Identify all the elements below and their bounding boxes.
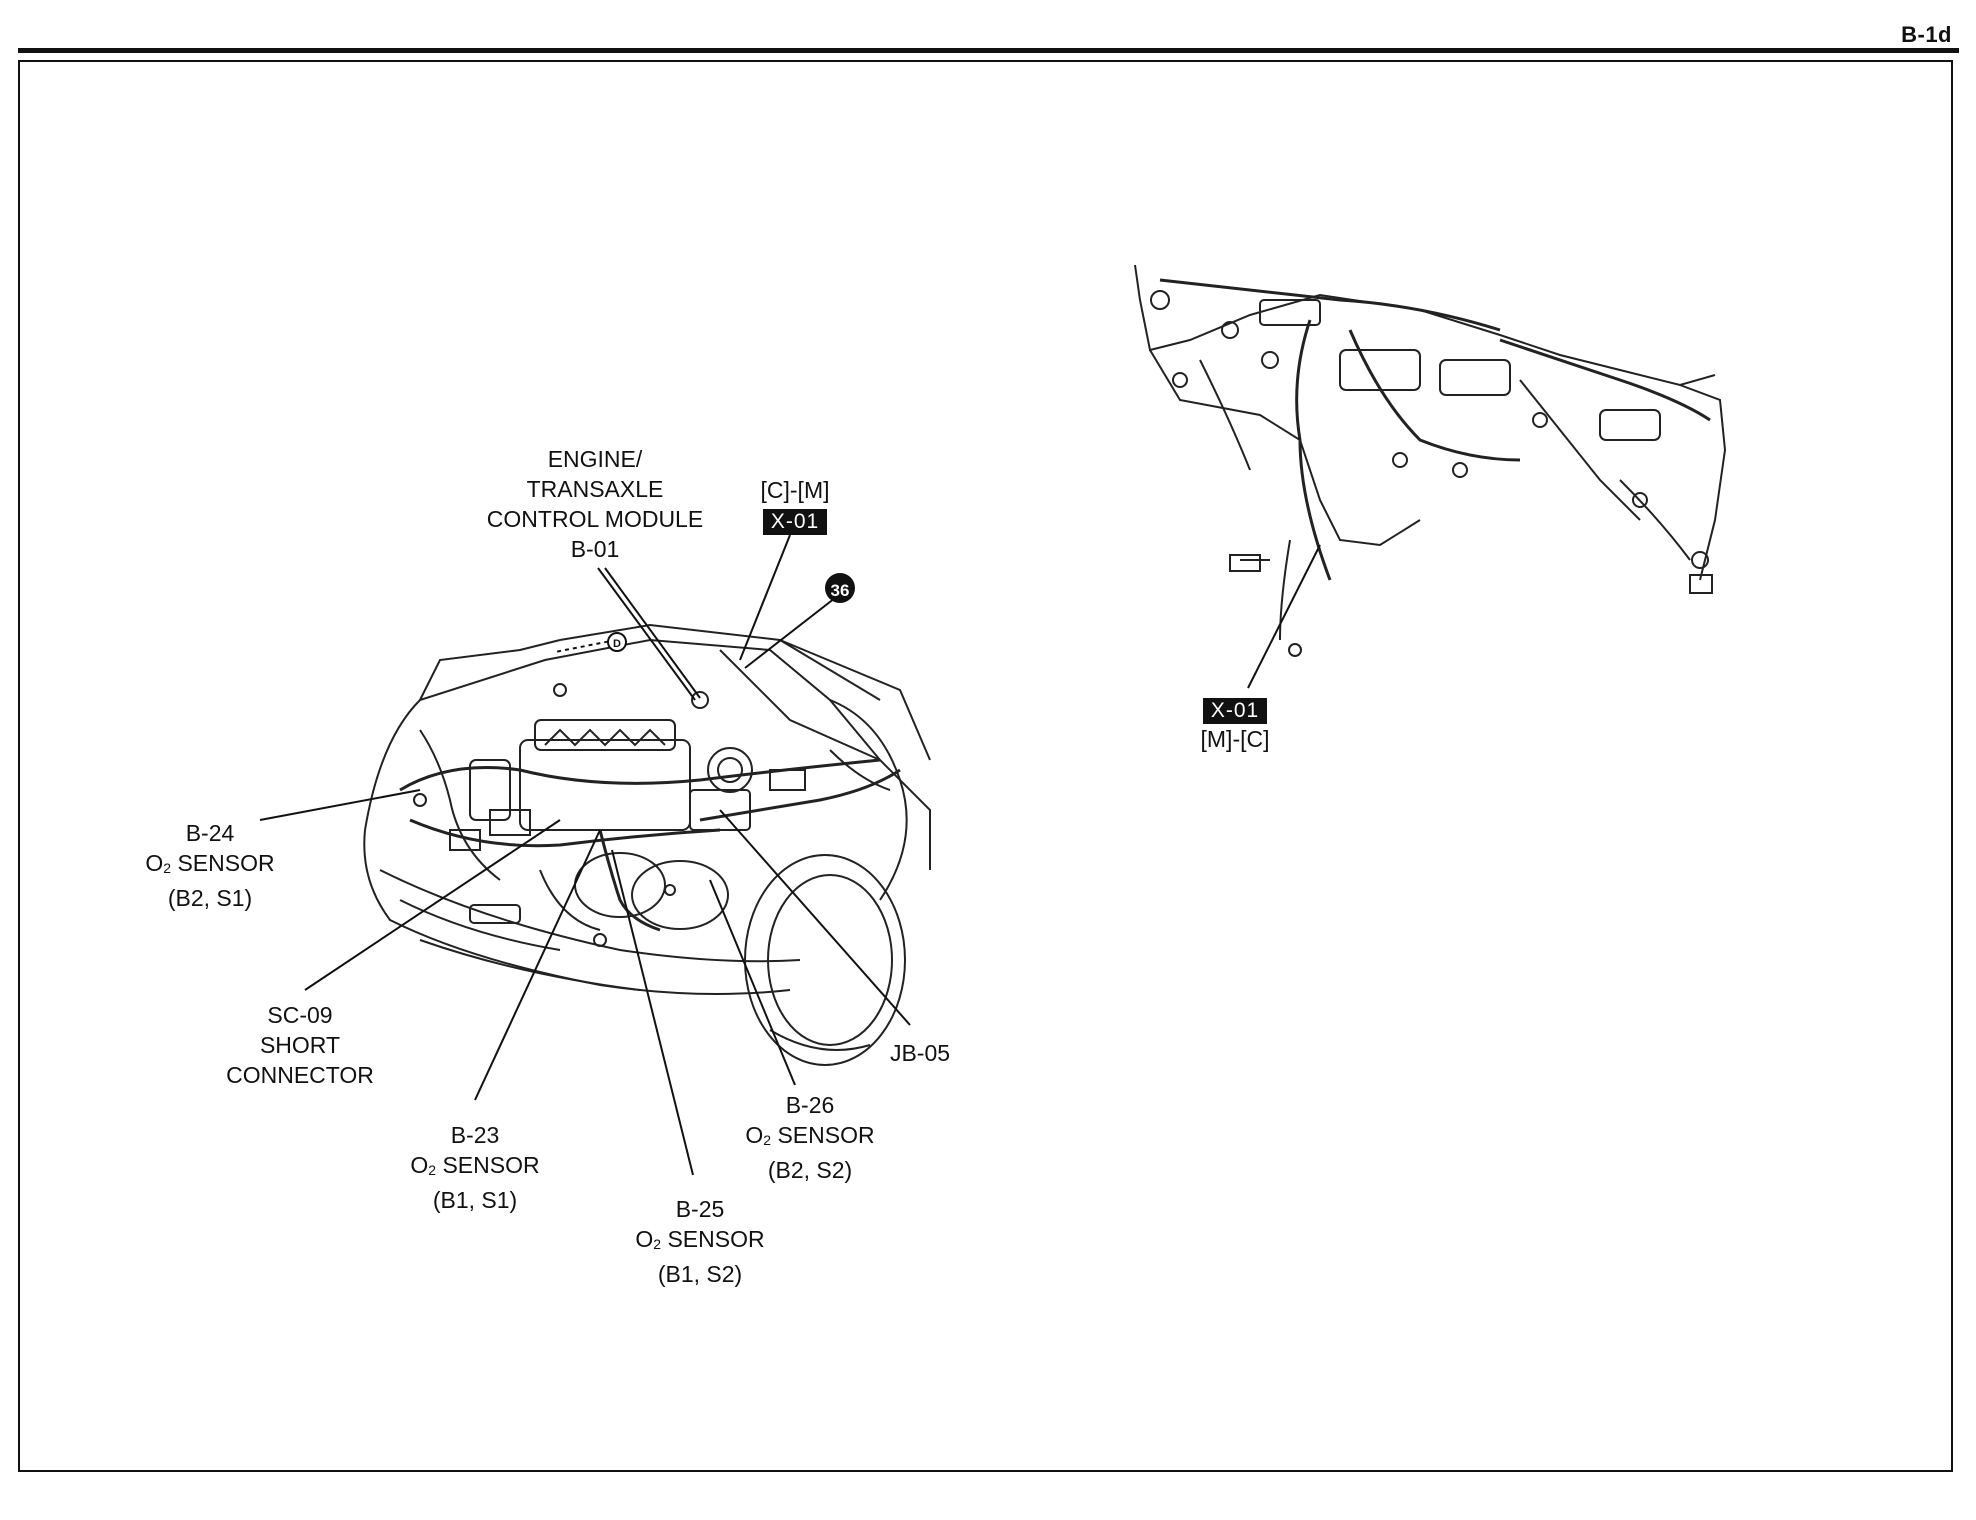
callout-sc09: SC-09 SHORT CONNECTOR <box>200 1000 400 1090</box>
ecm-code: B-01 <box>570 536 620 562</box>
callout-ecm: ENGINE/ TRANSAXLE CONTROL MODULE B-01 <box>470 444 720 564</box>
b26-position: (B2, S2) <box>767 1157 853 1183</box>
ground-number: 36 <box>831 581 850 600</box>
header-rule <box>18 48 1959 53</box>
x01-right-tag: X-01 <box>1202 698 1268 724</box>
leader-b23 <box>474 829 601 1101</box>
leader-connector-d <box>554 639 617 653</box>
leader-x01-top <box>739 534 791 661</box>
callout-x01-right: X-01 [M]-[C] <box>1180 694 1290 754</box>
ecm-line3: CONTROL MODULE <box>486 506 704 532</box>
b23-position: (B1, S1) <box>432 1187 518 1213</box>
b24-code: B-24 <box>185 820 235 846</box>
leader-ecm <box>597 567 696 701</box>
leader-jb05 <box>719 809 911 1026</box>
engine-harness-drawing <box>399 649 901 947</box>
b25-name: O2 SENSOR <box>635 1226 765 1252</box>
leader-b24 <box>259 789 421 821</box>
leader-x01-right <box>1247 544 1321 689</box>
callout-b24: B-24 O2 SENSOR (B2, S1) <box>130 818 290 913</box>
dashboard-harness-drawing <box>1134 264 1727 657</box>
callout-x01-top: [C]-[M] X-01 <box>740 475 850 535</box>
callout-b23: B-23 O2 SENSOR (B1, S1) <box>395 1120 555 1215</box>
connector-d-marker: D <box>607 632 627 652</box>
leader-b25 <box>611 849 694 1176</box>
sc09-line3: CONNECTOR <box>226 1062 374 1088</box>
callout-b25: B-25 O2 SENSOR (B1, S2) <box>620 1194 780 1289</box>
jb05-code: JB-05 <box>889 1040 951 1066</box>
b25-code: B-25 <box>675 1196 725 1222</box>
x01-top-route: [C]-[M] <box>760 477 830 503</box>
callout-b26: B-26 O2 SENSOR (B2, S2) <box>730 1090 890 1185</box>
b23-name: O2 SENSOR <box>410 1152 540 1178</box>
leader-sc09 <box>304 819 561 991</box>
x01-right-route: [M]-[C] <box>1200 726 1270 752</box>
diagram-frame <box>18 60 1953 1472</box>
b25-position: (B1, S2) <box>657 1261 743 1287</box>
leader-b26 <box>709 879 796 1086</box>
b24-name: O2 SENSOR <box>145 850 275 876</box>
sc09-line2: SHORT <box>259 1032 341 1058</box>
connector-d-letter: D <box>613 638 621 650</box>
leader-lines <box>259 534 1321 1176</box>
leader-ground-36 <box>744 597 836 669</box>
callout-jb05: JB-05 <box>870 1038 970 1068</box>
sc09-code: SC-09 <box>267 1002 333 1028</box>
page-code: B-1d <box>1901 22 1952 47</box>
ecm-line1: ENGINE/ <box>547 446 643 472</box>
b26-code: B-26 <box>785 1092 835 1118</box>
b24-position: (B2, S1) <box>167 885 253 911</box>
ground-point-36: 36 <box>825 573 855 603</box>
b26-name: O2 SENSOR <box>745 1122 875 1148</box>
ecm-line2: TRANSAXLE <box>526 476 664 502</box>
b23-code: B-23 <box>450 1122 500 1148</box>
x01-top-tag: X-01 <box>762 509 828 535</box>
